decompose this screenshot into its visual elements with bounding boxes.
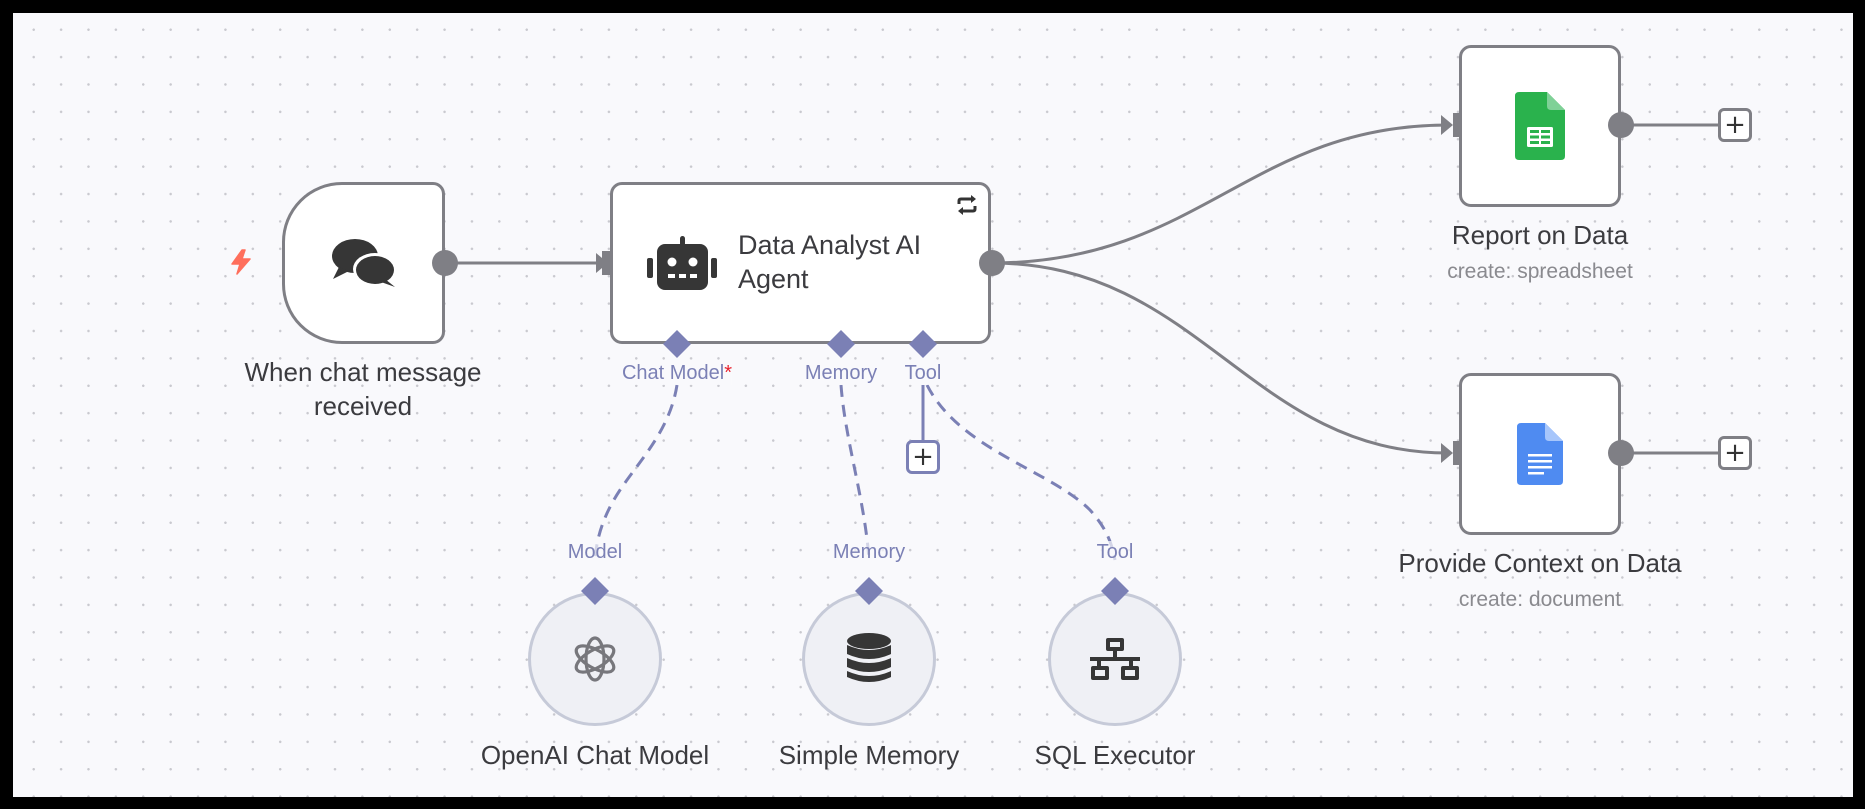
memory-sub-port-diamond[interactable] <box>855 577 883 605</box>
openai-icon <box>574 636 616 682</box>
trigger-title-line1: When chat message <box>244 357 482 387</box>
chat-model-port-diamond[interactable] <box>663 330 691 358</box>
context-add-next-button[interactable]: + <box>1718 436 1752 470</box>
agent-node[interactable] <box>610 182 991 344</box>
context-output-port[interactable] <box>1607 439 1635 467</box>
sub-port-label-model: Model <box>567 541 623 564</box>
sub-node-openai-chat-model[interactable] <box>528 592 662 726</box>
refresh-loop-icon <box>957 195 977 215</box>
database-icon <box>847 633 891 682</box>
trigger-title: When chat message received <box>244 355 481 423</box>
openai-model-port-diamond[interactable] <box>581 577 609 605</box>
trigger-title-line2: received <box>313 391 413 421</box>
add-tool-button[interactable]: + <box>906 440 940 474</box>
sub-node-title-sql: SQL Executor <box>1034 740 1196 770</box>
port-label-tool: Tool <box>904 362 942 385</box>
agent-title-line2: Agent <box>738 264 809 294</box>
google-docs-icon <box>1517 423 1563 485</box>
output-node-provide-context[interactable] <box>1459 373 1621 535</box>
output-node-report-on-data[interactable] <box>1459 45 1621 207</box>
memory-port-diamond[interactable] <box>827 330 855 358</box>
lightning-bolt-icon <box>231 249 251 275</box>
port-label-chat-model: Chat Model* <box>621 362 733 385</box>
google-sheets-icon <box>1515 92 1565 160</box>
trigger-output-port[interactable] <box>431 249 459 277</box>
sub-node-title-openai: OpenAI Chat Model <box>480 740 710 770</box>
arrow-head-report-input <box>1441 115 1453 135</box>
agent-title: Data Analyst AI Agent <box>738 228 978 296</box>
sub-node-title-memory: Simple Memory <box>778 740 960 770</box>
context-title: Provide Context on Data <box>1398 548 1682 578</box>
arrow-head-context-input <box>1441 443 1453 463</box>
agent-output-port[interactable] <box>978 249 1006 277</box>
chat-bubbles-icon <box>331 239 397 287</box>
report-subtitle: create: spreadsheet <box>1447 260 1633 283</box>
context-subtitle: create: document <box>1458 588 1622 611</box>
network-icon <box>1090 638 1140 680</box>
tool-port-diamond[interactable] <box>909 330 937 358</box>
tool-sub-port-diamond[interactable] <box>1101 577 1129 605</box>
sub-node-simple-memory[interactable] <box>802 592 936 726</box>
robot-icon <box>647 236 717 290</box>
edge-agent-to-context[interactable] <box>991 261 1449 455</box>
edge-tool[interactable] <box>925 384 1117 561</box>
edge-agent-to-report[interactable] <box>991 123 1449 265</box>
port-label-memory: Memory <box>804 362 878 385</box>
report-title: Report on Data <box>1451 220 1629 250</box>
report-add-next-button[interactable]: + <box>1718 108 1752 142</box>
sub-port-label-tool: Tool <box>1096 541 1134 564</box>
required-mark: * <box>724 362 733 384</box>
sub-node-sql-executor[interactable] <box>1048 592 1182 726</box>
sub-port-label-memory: Memory <box>832 541 906 564</box>
edge-memory[interactable] <box>839 384 871 561</box>
trigger-node-chat[interactable] <box>282 182 445 344</box>
report-output-port[interactable] <box>1607 111 1635 139</box>
agent-title-line1: Data Analyst AI <box>738 230 922 260</box>
port-label-chat-model-text: Chat Model <box>621 362 725 384</box>
